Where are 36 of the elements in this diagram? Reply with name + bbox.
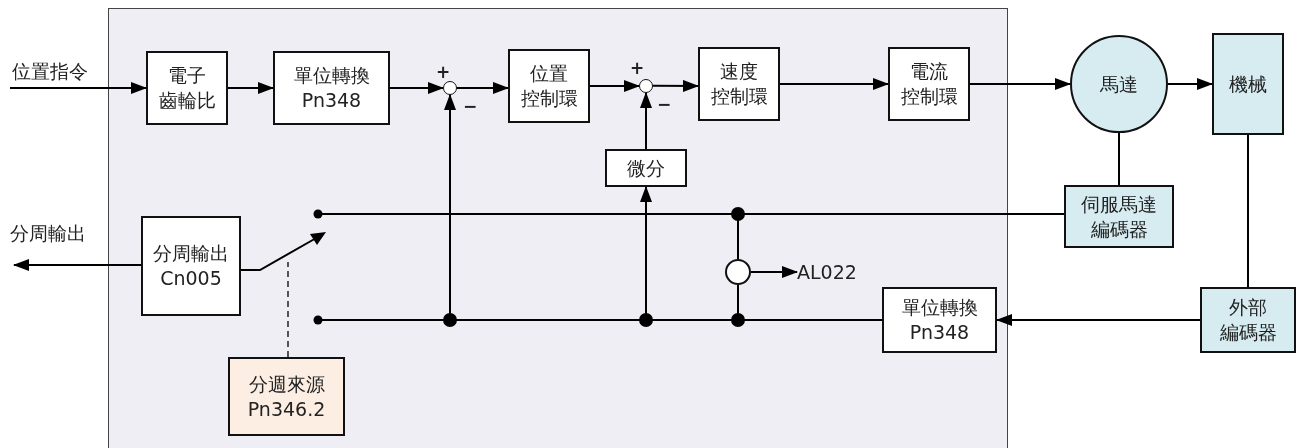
arrow [1167, 78, 1213, 90]
connector-line [1118, 132, 1120, 186]
arrow [227, 82, 274, 94]
process-box: 電流控制環 [888, 47, 970, 121]
arrow [9, 82, 147, 94]
arrow [996, 314, 1201, 326]
edge-label: 分周輸出 [10, 222, 86, 245]
arrow [389, 82, 444, 94]
process-box: 分周輸出 Cn005 [141, 216, 241, 316]
motor-circle: 馬達 [1070, 35, 1168, 133]
edge-label: 位置指令 [12, 60, 88, 83]
arrow [750, 266, 798, 278]
arrow [589, 80, 640, 92]
arrow [779, 78, 889, 90]
arrow [13, 259, 142, 271]
machine-box: 機械 [1212, 33, 1284, 135]
process-box: 單位轉換 Pn348 [273, 51, 390, 125]
sign-label: + [630, 58, 645, 79]
dashed-line [287, 261, 289, 358]
sign-label: + [436, 62, 451, 83]
sign-label: − [463, 96, 478, 117]
arrow [456, 81, 509, 94]
process-box: 單位轉換 Pn348 [882, 287, 997, 353]
process-box: 位置控制環 [508, 49, 590, 123]
process-box: 電子齒輪比 [146, 51, 228, 125]
encoder-box: 外部編碼器 [1200, 287, 1296, 353]
sign-label: − [657, 94, 672, 115]
arrow [640, 92, 652, 150]
connector-line [1247, 134, 1249, 288]
process-box: 微分 [605, 149, 687, 187]
arrow [969, 78, 1071, 90]
parameter-box: 分週來源 Pn346.2 [228, 357, 345, 436]
alarm-code: AL022 [797, 259, 862, 285]
process-box: 速度控制環 [698, 47, 780, 121]
arrow [652, 79, 699, 92]
encoder-box: 伺服馬達編碼器 [1064, 185, 1174, 248]
